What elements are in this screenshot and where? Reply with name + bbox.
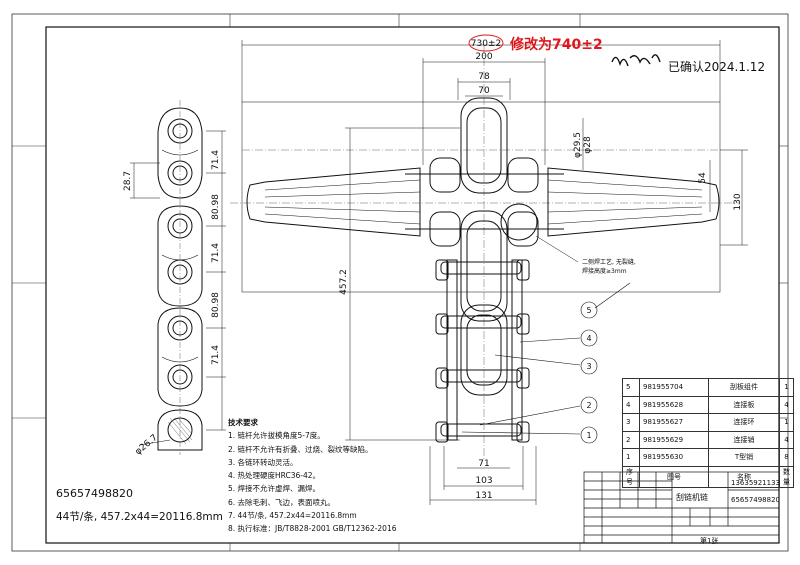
- title-block-phone: 13635921133: [731, 479, 780, 487]
- revision-circle: [468, 34, 504, 52]
- bom-no: 3: [622, 413, 640, 432]
- dim-131: 131: [475, 491, 492, 501]
- original-dim-730: 730±2: [471, 39, 501, 49]
- dim-70: 70: [478, 86, 490, 96]
- tech-item: 8. 执行标准：JB/T8828-2001 GB/T12362-2016: [228, 524, 397, 534]
- bom-name: 连接销: [708, 430, 780, 449]
- bom-no: 2: [622, 430, 640, 449]
- table-row: 2 981955629 连接销 4: [622, 430, 794, 449]
- table-row: 4 981955628 连接板 4: [622, 395, 794, 414]
- dim-200: 200: [475, 52, 492, 62]
- vertical-chain: [435, 259, 530, 443]
- bom-qty: 1: [779, 378, 794, 397]
- title-block-code: 65657498820: [731, 496, 780, 504]
- dim-130: 130: [733, 193, 743, 210]
- part-code: 65657498820: [56, 487, 133, 500]
- right-dim-texts: 200 78 70 φ29.5 φ28 54 130 457.2 71 103 …: [339, 52, 743, 501]
- detail-note-2: 焊接高度≥3mm: [582, 267, 627, 275]
- outer-border: [11, 13, 789, 552]
- dim-80-98-a: 80.98: [211, 194, 221, 220]
- bom-qty: 4: [779, 430, 794, 449]
- bom-header-no: 序号: [622, 465, 640, 488]
- balloon-2: 2: [586, 401, 591, 410]
- balloon-5: 5: [586, 306, 591, 315]
- balloon-1: 1: [586, 431, 591, 440]
- dim-71-4-b: 71.4: [211, 243, 221, 263]
- horizontal-links: [460, 97, 508, 396]
- dim-28-7: 28.7: [123, 171, 133, 191]
- tech-item: 6. 去除毛刺、飞边，表面喷丸。: [228, 497, 336, 507]
- bom-code: 981955704: [639, 378, 709, 397]
- confirmation-note: 已确认2024.1.12: [668, 60, 766, 74]
- signature-scribble: [611, 54, 661, 67]
- dim-phi-29-5: φ29.5: [573, 132, 583, 158]
- dim-103: 103: [475, 476, 492, 486]
- tech-title: 技术要求: [228, 418, 258, 427]
- tech-requirements: 技术要求 1. 链杆允许拔模角度5-7度。 2. 链杆不允许有折叠、过烧、裂纹等…: [228, 416, 397, 536]
- bom-header-code: 图号: [639, 465, 709, 488]
- dim-80-98-b: 80.98: [211, 292, 221, 318]
- dim-78: 78: [478, 72, 490, 82]
- bom-qty: 4: [779, 395, 794, 414]
- flight-bar: [246, 167, 720, 237]
- tech-item: 7. 44节/条, 457.2x44=20116.8mm: [228, 511, 357, 521]
- chain-hatch: [167, 417, 193, 445]
- bom-no: 5: [622, 378, 640, 397]
- dim-hole-dia: φ26.7: [134, 433, 160, 457]
- bom-name: 连接板: [708, 395, 780, 414]
- inner-border: [45, 26, 780, 544]
- tech-item: 1. 链杆允许拔模角度5-7度。: [228, 431, 325, 441]
- title-block-frame: [583, 471, 780, 544]
- dim-71-4-a: 71.4: [211, 150, 221, 170]
- bom-code: 981955628: [639, 395, 709, 414]
- table-row: 5 981955704 刮板组件 1: [622, 378, 794, 397]
- dim-71: 71: [478, 459, 489, 469]
- flight-envelope: [241, 101, 721, 293]
- detail-note-1: 二侧焊工艺, 无裂缝,: [582, 258, 636, 266]
- tech-item: 3. 各链环转动灵活。: [228, 457, 298, 467]
- table-row: 3 981955627 连接环 1: [622, 413, 794, 432]
- title-block-sheet: 第1张: [700, 537, 719, 545]
- connector-clamps: [405, 157, 564, 247]
- tech-item: 4. 热处理硬度HRC36-42。: [228, 471, 321, 481]
- bom-code: 981955629: [639, 430, 709, 449]
- dim-71-4-c: 71.4: [211, 345, 221, 365]
- bom-qty: 8: [779, 448, 794, 467]
- tech-item: 5. 焊接不允许虚焊、漏焊。: [228, 484, 321, 494]
- bom-header-qty: 数量: [779, 465, 794, 488]
- revision-note: 修改为740±2: [510, 37, 603, 53]
- tech-item: 2. 链杆不允许有折叠、过烧、裂纹等缺陷。: [228, 444, 373, 454]
- bom-name: 刮板组件: [708, 378, 780, 397]
- pitch-text: 44节/条, 457.2x44=20116.8mm: [56, 511, 223, 523]
- bom-table: 5 981955704 刮板组件 1 4 981955628 连接板 4 3 9…: [622, 378, 794, 488]
- bom-no: 4: [622, 395, 640, 414]
- bom-name: 连接环: [708, 413, 780, 432]
- bom-no: 1: [622, 448, 640, 467]
- bom-header-row: 序号 图号 名称 数量: [622, 465, 794, 488]
- balloon-4: 4: [586, 334, 591, 343]
- title-block-name: 刮链机链: [676, 493, 708, 502]
- bom-code: 981955627: [639, 413, 709, 432]
- dim-457-2: 457.2: [339, 269, 349, 295]
- table-row: 1 981955630 T型销 8: [622, 448, 794, 467]
- bom-qty: 1: [779, 413, 794, 432]
- bom-name: T型销: [708, 448, 780, 467]
- dim-phi-28: φ28: [583, 136, 593, 154]
- bom-code: 981955630: [639, 448, 709, 467]
- dim-54: 54: [698, 172, 708, 184]
- balloon-3: 3: [586, 362, 591, 371]
